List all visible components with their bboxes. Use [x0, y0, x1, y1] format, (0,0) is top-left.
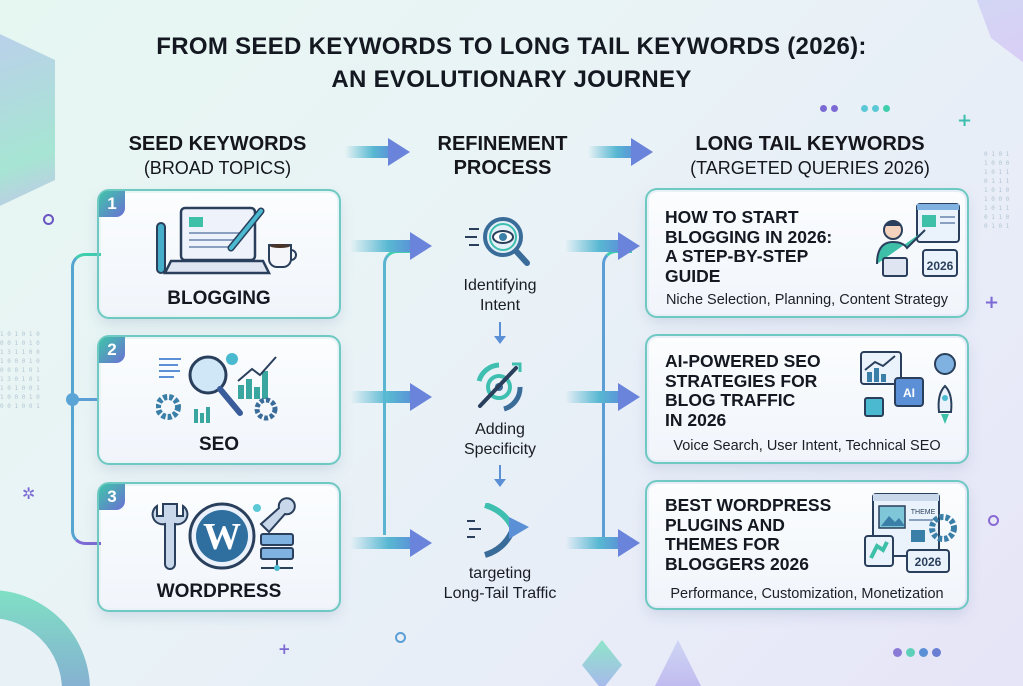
- longtail-card-subtitle: Performance, Customization, Monetization: [670, 586, 944, 602]
- title-line: A STEP-BY-STEP: [665, 246, 809, 266]
- longtail-subheading: (TARGETED QUERIES 2026): [690, 158, 930, 178]
- refinement-step-1: Identifying Intent: [410, 276, 590, 316]
- decorative-dots: [820, 97, 894, 116]
- magnifier-chart-gears-icon: [156, 353, 278, 423]
- step-line-2: Intent: [479, 297, 521, 314]
- arrow-down-icon: [494, 322, 506, 344]
- curved-arrow-icon: [467, 503, 529, 558]
- refinement-step-2: Adding Specificity: [410, 420, 590, 460]
- seed-card-seo[interactable]: 2 SEO: [99, 337, 339, 463]
- arrow-right-icon: [565, 529, 640, 557]
- refinement-heading-1: REFINEMENT: [437, 133, 568, 155]
- arrow-right-icon: [345, 138, 410, 166]
- decorative-diamond: [582, 640, 622, 686]
- decorative-binary: 0 1 0 1 1 0 0 0 1 0 1 1 0 1 1 1 1 0 1 0 …: [984, 151, 1010, 230]
- theme-plugin-gear-icon: THEME 2026: [864, 493, 957, 573]
- longtail-column-header: LONG TAIL KEYWORDS (TARGETED QUERIES 202…: [660, 132, 960, 180]
- person-laptop-calendar-icon: 2026: [876, 203, 960, 277]
- target-dart-icon: [476, 362, 523, 412]
- title-line: IN 2026: [665, 409, 727, 430]
- svg-text:2026: 2026: [927, 259, 954, 273]
- step-line-1: targeting: [468, 565, 532, 582]
- ai-chip-rocket-icon: AI: [860, 351, 956, 424]
- laptop-pen-coffee-icon: [156, 206, 297, 275]
- seed-card-label: WORDPRESS: [156, 581, 282, 602]
- page-title: FROM SEED KEYWORDS TO LONG TAIL KEYWORDS…: [0, 30, 1023, 96]
- title-line: GUIDE: [665, 265, 721, 286]
- refinement-step-3: targeting Long-Tail Traffic: [410, 564, 590, 604]
- eye-magnifier-icon: [465, 217, 530, 266]
- title-line: STRATEGIES FOR: [665, 370, 818, 391]
- svg-text:W: W: [203, 516, 241, 558]
- sparkle-icon: ✲: [22, 484, 36, 503]
- seed-connector-branch: [71, 398, 99, 401]
- title-line: BLOGGERS 2026: [665, 553, 809, 574]
- decorative-circle-icon: [395, 632, 406, 643]
- decorative-dots: [893, 642, 945, 661]
- title-line: PLUGINS AND: [665, 514, 785, 535]
- longtail-card-title: HOW TO START BLOGGING IN 2026: A STEP-BY…: [665, 207, 833, 286]
- svg-text:AI: AI: [903, 386, 915, 400]
- connector-node: [66, 393, 79, 406]
- svg-text:THEME: THEME: [911, 509, 936, 516]
- longtail-card-blogging[interactable]: HOW TO START BLOGGING IN 2026: A STEP-BY…: [647, 190, 967, 316]
- arrow-right-icon: [350, 383, 432, 411]
- refinement-column-header: REFINEMENT PROCESS: [420, 132, 585, 180]
- step-badge: 1: [99, 191, 125, 217]
- plus-icon: +: [984, 292, 1000, 313]
- arrow-right-icon: [350, 529, 432, 557]
- svg-text:2026: 2026: [915, 555, 942, 569]
- arrow-right-icon: [565, 232, 640, 260]
- arrow-right-icon: [588, 138, 653, 166]
- longtail-card-title: BEST WORDPRESS PLUGINS AND THEMES FOR BL…: [665, 495, 832, 574]
- arrow-down-icon: [494, 465, 506, 487]
- longtail-card-subtitle: Voice Search, User Intent, Technical SEO: [673, 438, 941, 454]
- decorative-ring: [0, 590, 90, 686]
- decorative-binary: 1 0 1 0 1 0 0 0 1 0 1 0 1 3 1 1 0 0 1 0 …: [0, 331, 40, 410]
- seed-card-blogging[interactable]: 1 BLOGGING: [99, 191, 339, 317]
- title-line: THEMES FOR: [665, 534, 780, 554]
- longtail-card-wordpress[interactable]: BEST WORDPRESS PLUGINS AND THEMES FOR BL…: [647, 482, 967, 608]
- seed-heading: SEED KEYWORDS: [128, 133, 307, 155]
- step-line-1: Identifying: [463, 277, 537, 294]
- title-line: AI-POWERED SEO: [665, 351, 821, 371]
- longtail-heading: LONG TAIL KEYWORDS: [695, 133, 925, 155]
- arrow-right-icon: [350, 232, 432, 260]
- step-line-1: Adding: [475, 421, 525, 438]
- title-line-2: AN EVOLUTIONARY JOURNEY: [331, 66, 692, 93]
- title-line: BEST WORDPRESS: [665, 495, 832, 515]
- plus-icon: +: [957, 110, 973, 131]
- step-badge: 3: [99, 484, 125, 510]
- decorative-circle-icon: [43, 214, 54, 225]
- title-line: HOW TO START: [665, 207, 799, 227]
- title-line: BLOG TRAFFIC: [665, 390, 796, 410]
- refinement-heading-2: PROCESS: [453, 157, 552, 179]
- decorative-triangle: [648, 640, 708, 686]
- longtail-card-subtitle: Niche Selection, Planning, Content Strat…: [665, 292, 949, 308]
- seed-subheading: (BROAD TOPICS): [143, 158, 292, 178]
- seed-column-header: SEED KEYWORDS (BROAD TOPICS): [95, 132, 340, 180]
- plus-icon: +: [278, 640, 291, 658]
- seed-card-wordpress[interactable]: 3 W WORDPRESS: [99, 484, 339, 610]
- step-line-2: Long-Tail Traffic: [443, 585, 557, 602]
- longtail-card-title: AI-POWERED SEO STRATEGIES FOR BLOG TRAFF…: [665, 351, 821, 430]
- decorative-circle-icon: [988, 515, 999, 526]
- step-badge: 2: [99, 337, 125, 363]
- seed-card-label: SEO: [198, 434, 240, 455]
- wordpress-wrench-server-icon: W: [151, 497, 296, 571]
- seed-card-label: BLOGGING: [167, 288, 271, 309]
- arrow-right-icon: [565, 383, 640, 411]
- title-line: BLOGGING IN 2026:: [665, 226, 833, 247]
- step-line-2: Specificity: [463, 441, 537, 458]
- longtail-card-seo[interactable]: AI-POWERED SEO STRATEGIES FOR BLOG TRAFF…: [647, 336, 967, 462]
- title-line-1: FROM SEED KEYWORDS TO LONG TAIL KEYWORDS…: [156, 33, 867, 60]
